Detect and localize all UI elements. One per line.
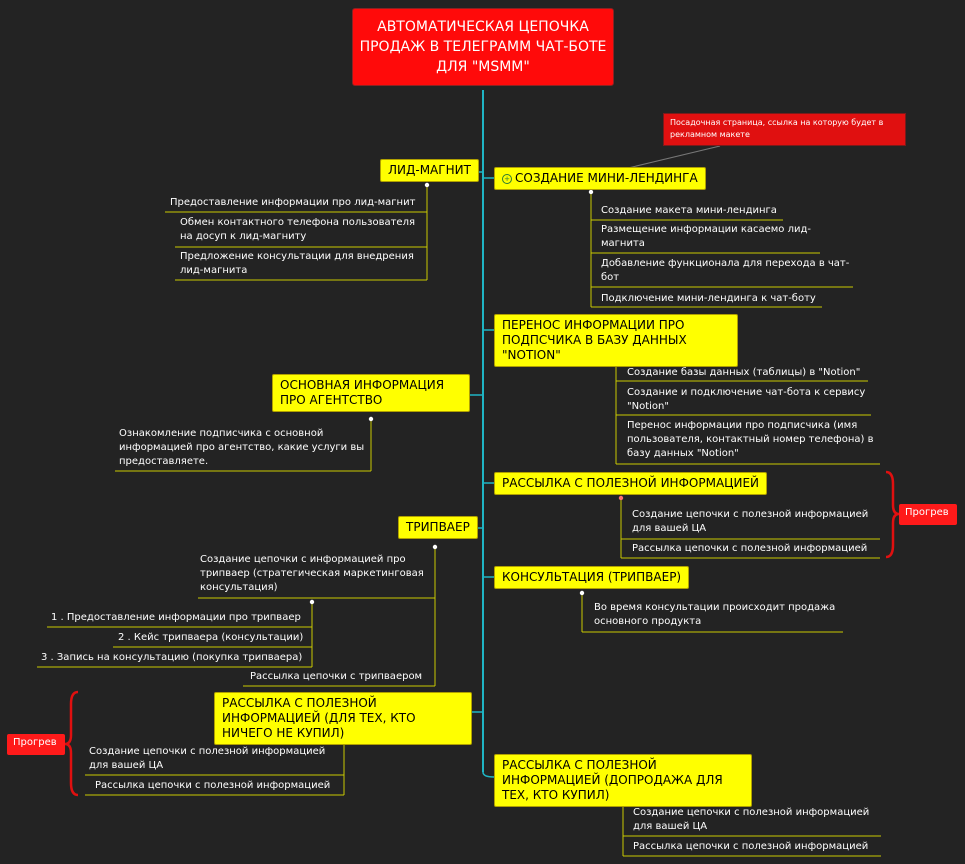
node-notion[interactable]: ПЕРЕНОС ИНФОРМАЦИИ ПРО ПОДПСЧИКА В БАЗУ …	[494, 314, 738, 367]
tripwire-step-2: 2 . Кейс трипваера (консультации)	[118, 632, 304, 643]
tripwire-step-3: 3 . Запись на консультацию (покупка трип…	[41, 652, 303, 663]
node-upsell-label: РАССЫЛКА С ПОЛЕЗНОЙ ИНФОРМАЦИЕЙ (ДОПРОДА…	[502, 758, 723, 802]
node-newsletter-nobuy[interactable]: РАССЫЛКА С ПОЛЕЗНОЙ ИНФОРМАЦИЕЙ (ДЛЯ ТЕХ…	[214, 692, 472, 745]
node-consult-label: КОНСУЛЬТАЦИЯ (ТРИПВАЕР)	[502, 570, 682, 584]
node-newsletter-nobuy-label: РАССЫЛКА С ПОЛЕЗНОЙ ИНФОРМАЦИЕЙ (ДЛЯ ТЕХ…	[222, 696, 416, 740]
notion-item-1: Создание базы данных (таблицы) в "Notion…	[627, 367, 861, 378]
landing-item-2: Размещение информации касаемо лид-магнит…	[601, 224, 812, 249]
node-landing[interactable]: +СОЗДАНИЕ МИНИ-ЛЕНДИНГА	[494, 167, 706, 190]
tripwire-send: Рассылка цепочки с трипваером	[250, 671, 423, 682]
lead-magnet-item-1: Предоставление информации про лид-магнит	[170, 197, 416, 208]
node-newsletter[interactable]: РАССЫЛКА С ПОЛЕЗНОЙ ИНФОРМАЦИЕЙ	[494, 472, 768, 495]
node-agency[interactable]: ОСНОВНАЯ ИНФОРМАЦИЯ ПРО АГЕНТСТВО	[272, 374, 470, 412]
newsletter-nobuy-item-2: Рассылка цепочки с полезной информацией	[95, 780, 331, 791]
right-brace	[885, 470, 900, 559]
landing-item-3: Добавление функционала для перехода в ча…	[601, 258, 850, 283]
warmup-tag-right: Прогрев	[899, 504, 957, 525]
node-notion-label: ПЕРЕНОС ИНФОРМАЦИИ ПРО ПОДПСЧИКА В БАЗУ …	[502, 318, 687, 362]
notion-item-2: Создание и подключение чат-бота к сервис…	[627, 387, 866, 412]
node-lead-magnet-label: ЛИД-МАГНИТ	[388, 163, 471, 177]
node-tripwire[interactable]: ТРИПВАЕР	[398, 516, 478, 539]
tripwire-step-1: 1 . Предоставление информации про трипва…	[51, 612, 301, 623]
node-agency-label: ОСНОВНАЯ ИНФОРМАЦИЯ ПРО АГЕНТСТВО	[280, 378, 445, 407]
node-upsell[interactable]: РАССЫЛКА С ПОЛЕЗНОЙ ИНФОРМАЦИЕЙ (ДОПРОДА…	[494, 754, 752, 807]
node-landing-label: СОЗДАНИЕ МИНИ-ЛЕНДИНГА	[515, 171, 698, 185]
node-tripwire-label: ТРИПВАЕР	[406, 520, 470, 534]
node-lead-magnet[interactable]: ЛИД-МАГНИТ	[380, 159, 479, 182]
warmup-tag-left: Прогрев	[7, 734, 65, 755]
map-title: АВТОМАТИЧЕСКАЯ ЦЕПОЧКА ПРОДАЖ В ТЕЛЕГРАМ…	[352, 8, 614, 86]
newsletter-item-2: Рассылка цепочки с полезной информацией	[632, 543, 868, 554]
left-brace	[64, 690, 79, 797]
landing-callout: Посадочная страница, ссылка на которую б…	[663, 113, 906, 146]
landing-item-1: Создание макета мини-лендинга	[601, 205, 777, 216]
upsell-item-2: Рассылка цепочки с полезной информацией	[633, 841, 869, 852]
consult-item-1: Во время консультации происходит продажа…	[594, 602, 836, 627]
node-newsletter-label: РАССЫЛКА С ПОЛЕЗНОЙ ИНФОРМАЦИЕЙ	[502, 476, 760, 490]
expand-plus-icon[interactable]: +	[502, 174, 512, 184]
node-consult[interactable]: КОНСУЛЬТАЦИЯ (ТРИПВАЕР)	[494, 566, 690, 589]
landing-item-4: Подключение мини-лендинга к чат-боту	[601, 293, 816, 304]
